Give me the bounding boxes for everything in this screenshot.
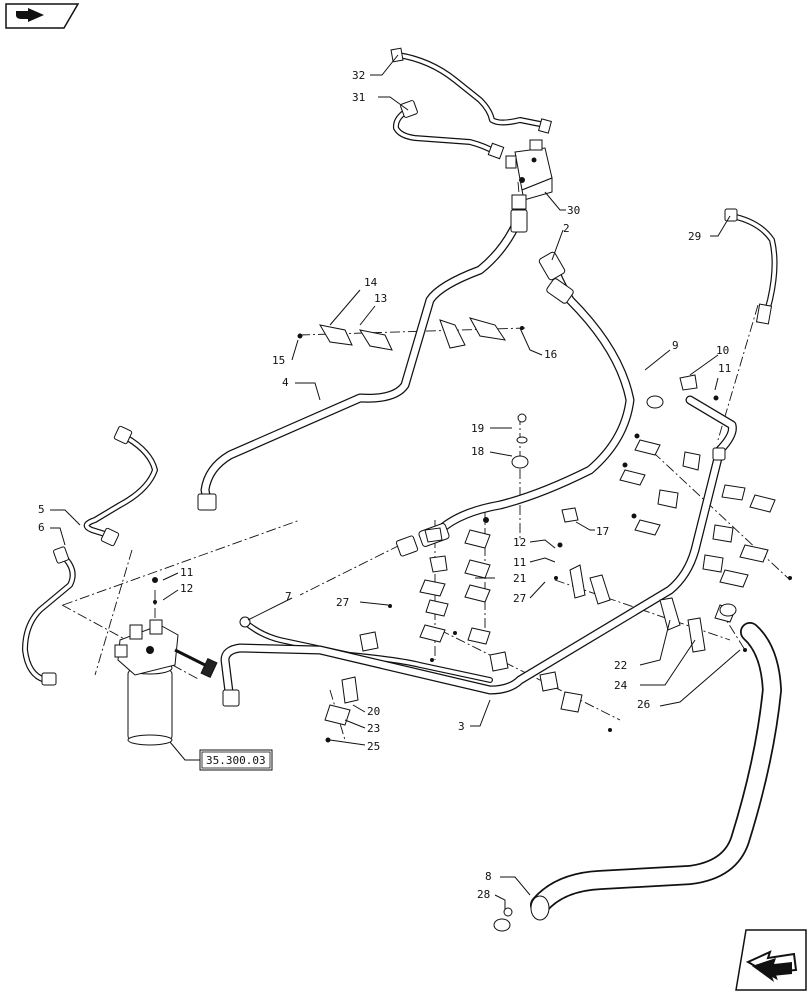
callout-label: 11 bbox=[513, 556, 526, 569]
callout-label: 19 bbox=[471, 422, 484, 435]
callout-leaders bbox=[50, 54, 741, 910]
callout-label: 12 bbox=[513, 536, 526, 549]
callout-label: 30 bbox=[567, 204, 580, 217]
callout-label: 11 bbox=[180, 566, 193, 579]
callout-label: 3 bbox=[458, 720, 465, 733]
callout-label: 20 bbox=[367, 705, 380, 718]
section-reference-label[interactable]: 35.300.03 bbox=[206, 754, 266, 767]
callout-label: 25 bbox=[367, 740, 380, 753]
clamp-brackets bbox=[319, 317, 776, 726]
callout-label: 26 bbox=[637, 698, 650, 711]
callout-label: 29 bbox=[688, 230, 701, 243]
callout-label: 12 bbox=[180, 582, 193, 595]
next-page-arrow-icon[interactable] bbox=[735, 929, 807, 991]
hose-8 bbox=[530, 622, 782, 921]
tube-6 bbox=[22, 546, 76, 686]
tube-4 bbox=[197, 209, 528, 511]
tube-5 bbox=[83, 425, 158, 547]
callout-label: 22 bbox=[614, 659, 627, 672]
callout-label: 27 bbox=[336, 596, 349, 609]
callout-label: 2 bbox=[563, 222, 570, 235]
previous-page-arrow-icon[interactable] bbox=[5, 3, 80, 29]
tube-2 bbox=[395, 251, 635, 557]
callout-label: 28 bbox=[477, 888, 490, 901]
callout-label: 4 bbox=[282, 376, 289, 389]
callout-label: 11 bbox=[718, 362, 731, 375]
callout-label: 7 bbox=[285, 590, 292, 603]
callout-label: 21 bbox=[513, 572, 526, 585]
callout-label: 32 bbox=[352, 69, 365, 82]
callout-label: 24 bbox=[614, 679, 628, 692]
callout-label: 16 bbox=[544, 348, 557, 361]
valve-block-30 bbox=[505, 139, 553, 210]
tube-3 bbox=[220, 395, 737, 707]
tube-32 bbox=[390, 47, 552, 134]
callout-label: 10 bbox=[716, 344, 729, 357]
callout-label: 23 bbox=[367, 722, 380, 735]
callout-label: 8 bbox=[485, 870, 492, 883]
callout-label: 9 bbox=[672, 339, 679, 352]
callout-label: 27 bbox=[513, 592, 526, 605]
callout-label: 15 bbox=[272, 354, 285, 367]
filter-assembly bbox=[114, 619, 218, 746]
fasteners bbox=[152, 326, 792, 932]
callout-labels: 32 31 30 2 29 14 13 15 4 16 9 10 11 19 1… bbox=[38, 69, 731, 901]
tube-29 bbox=[724, 208, 778, 325]
callout-label: 17 bbox=[596, 525, 609, 538]
callout-label: 6 bbox=[38, 521, 45, 534]
tube-31 bbox=[392, 100, 505, 160]
callout-label: 14 bbox=[364, 276, 378, 289]
callout-label: 31 bbox=[352, 91, 365, 104]
callout-label: 5 bbox=[38, 503, 45, 516]
callout-label: 18 bbox=[471, 445, 484, 458]
section-reference-box[interactable]: 35.300.03 bbox=[199, 749, 273, 771]
callout-label: 13 bbox=[374, 292, 387, 305]
